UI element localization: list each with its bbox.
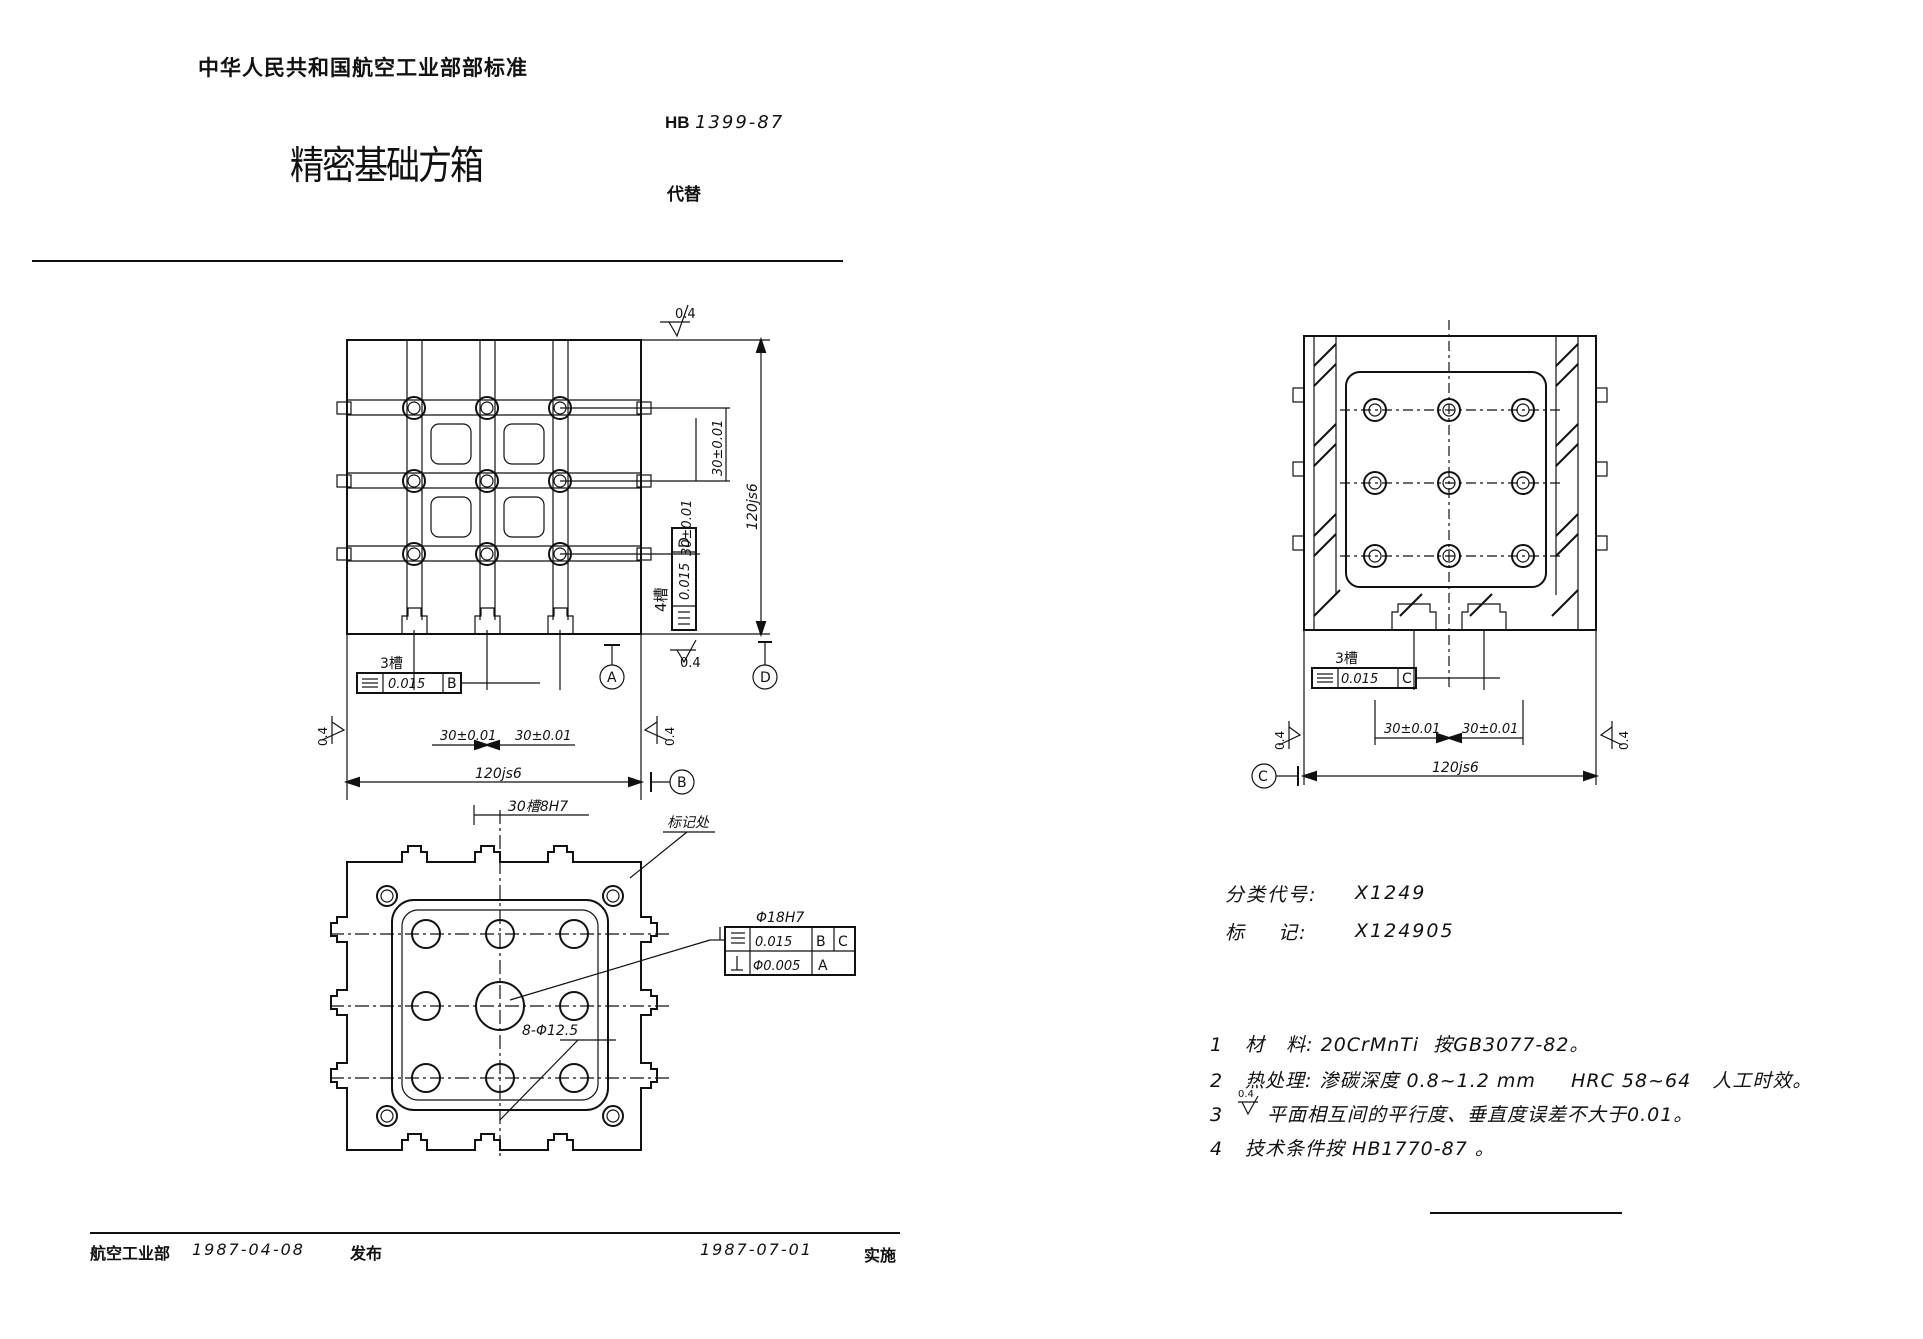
dim-30-vert-a: 30±0.01: [711, 420, 726, 476]
hole-spec-label: Φ18H7: [756, 910, 804, 926]
note-3: 3 平面相互间的平行度、垂直度误差不大于0.01。: [1210, 1100, 1693, 1127]
note-2: 2 热处理: 渗碳深度 0.8~1.2 mm HRC 58~64 人工时效。: [1210, 1066, 1812, 1093]
mark-label: 标 记:: [1225, 922, 1308, 944]
side-view: [1292, 320, 1608, 690]
datum-D-box: D: [677, 537, 693, 548]
hole-pattern-label: 8-Φ12.5: [522, 1023, 578, 1039]
roughness-label-left: 0.4: [316, 727, 330, 746]
datum-C-ref: C: [838, 934, 848, 950]
front-view: [336, 339, 652, 690]
datum-B-ref: B: [816, 934, 826, 950]
footer-effective-date: 1987-07-01: [700, 1240, 813, 1259]
datum-A-ref: A: [818, 958, 828, 974]
datum-D-label: D: [760, 670, 771, 686]
note-2-text: 热处理: 渗碳深度 0.8~1.2 mm HRC 58~64 人工时效。: [1245, 1070, 1813, 1092]
issue-date-value: 1987-04-08: [192, 1240, 305, 1259]
note-4-text: 技术条件按 HB1770-87 。: [1245, 1138, 1495, 1160]
datum-B-label: B: [677, 775, 687, 791]
note-4: 4 技术条件按 HB1770-87 。: [1210, 1134, 1495, 1161]
roughness-symbol-note: [1238, 1095, 1259, 1116]
replaces-label: 代替: [667, 185, 701, 205]
standard-code-prefix: HB: [665, 113, 690, 132]
dim-120-vert: 120js6: [745, 483, 761, 530]
roughness-label-right: 0.4: [663, 727, 677, 746]
classification-code-value: X1249: [1355, 882, 1427, 904]
standard-code-number: 1399-87: [694, 112, 785, 133]
mark-position-label: 标记处: [667, 815, 710, 831]
footer-effective-label: 实施: [864, 1246, 897, 1265]
classification-code-label: 分类代号:: [1225, 884, 1318, 906]
datum-A-label: A: [607, 670, 617, 686]
side-view-dims: [1251, 630, 1623, 789]
flatness-value-top-view: 0.015: [755, 935, 792, 950]
roughness-label-side-left: 0.4: [1273, 731, 1287, 750]
slot-3-left-label: 3槽: [380, 656, 403, 672]
note-1: 1 材 料: 20CrMnTi 按GB3077-82。: [1210, 1030, 1589, 1057]
dim-30-horiz-a: 30±0.01: [440, 729, 496, 744]
front-view-bottom-dims: [321, 634, 695, 800]
effective-date-value: 1987-07-01: [700, 1240, 813, 1259]
roughness-label-top: 0.4: [675, 307, 696, 322]
note3-roughness-value: 0.4: [1238, 1089, 1254, 1100]
mark-value: X124905: [1355, 920, 1455, 942]
dim-120-side: 120js6: [1432, 760, 1479, 776]
dim-30-horiz-b: 30±0.01: [515, 729, 571, 744]
datum-B-box: B: [447, 676, 457, 692]
slot-spec-label: 30槽8H7: [508, 799, 568, 815]
top-view: [330, 805, 856, 1160]
note-1-num: 1: [1210, 1034, 1224, 1056]
dim-30-side-a: 30±0.01: [1384, 722, 1440, 737]
slot-3-right-label: 3槽: [1335, 651, 1358, 667]
footer-issuer: 航空工业部: [90, 1244, 171, 1263]
roughness-label-front: 0.4: [680, 656, 701, 671]
document-title: 精密基础方箱: [290, 143, 484, 190]
front-view-right-dims: [560, 304, 778, 690]
dim-30-vert-b: 30±0.01: [680, 500, 695, 556]
note-3-num: 3: [1210, 1104, 1224, 1126]
footer-issue-date: 1987-04-08: [192, 1240, 305, 1259]
footer-issue-label: 发布: [350, 1244, 383, 1263]
note-3-text: 平面相互间的平行度、垂直度误差不大于0.01。: [1267, 1104, 1694, 1126]
roughness-label-side-right: 0.4: [1617, 731, 1631, 750]
datum-C-label: C: [1258, 769, 1268, 785]
note-2-num: 2: [1210, 1070, 1224, 1092]
note-4-num: 4: [1210, 1138, 1224, 1160]
note-1-text: 材 料: 20CrMnTi 按GB3077-82。: [1245, 1034, 1590, 1056]
flatness-value-bottom: 0.015: [388, 677, 425, 692]
dim-30-side-b: 30±0.01: [1462, 722, 1518, 737]
slot-4-label: 4槽: [652, 587, 670, 612]
perpendicularity-value: Φ0.005: [753, 959, 800, 974]
organization-header: 中华人民共和国航空工业部部标准: [198, 56, 528, 80]
flatness-value-front: 0.015: [678, 563, 693, 600]
standard-code: HB 1399-87: [665, 112, 784, 133]
flatness-value-side: 0.015: [1341, 672, 1378, 687]
dim-120-horiz: 120js6: [475, 766, 522, 782]
datum-C-box: C: [1402, 671, 1412, 687]
